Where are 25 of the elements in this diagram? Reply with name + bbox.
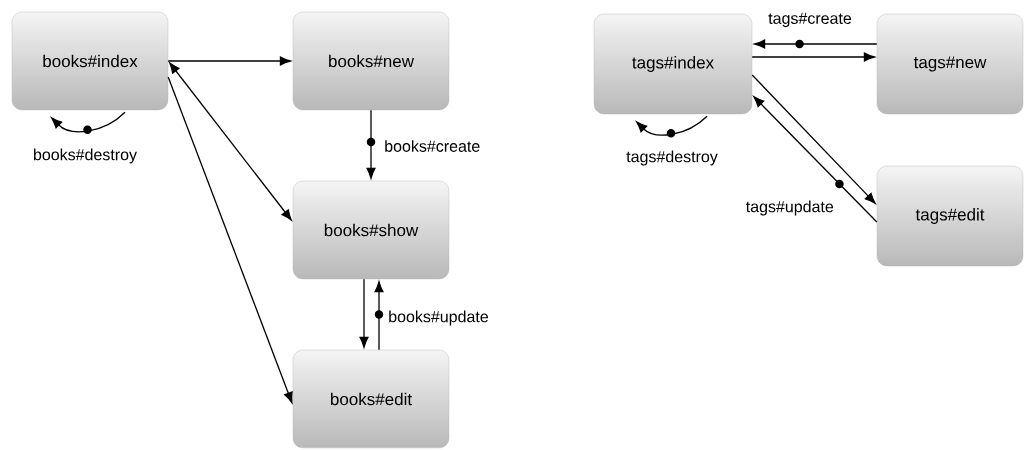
- arrow: [754, 39, 878, 49]
- action-box: books#index: [11, 11, 169, 111]
- arrow: [751, 74, 876, 204]
- arrow: [366, 109, 376, 179]
- action-box: tags#edit: [876, 165, 1024, 267]
- action-box: books#show: [292, 180, 450, 280]
- arrow: [169, 62, 292, 221]
- edge-label: books#destroy: [31, 147, 139, 165]
- arrow: [636, 115, 708, 138]
- edge-label: tags#destroy: [625, 149, 719, 167]
- edge-label: tags#create: [767, 11, 853, 29]
- action-box: tags#index: [593, 13, 753, 115]
- edge-label: books#update: [387, 309, 490, 327]
- action-box: tags#new: [876, 13, 1024, 115]
- action-box: books#edit: [292, 349, 450, 449]
- edge-label: books#create: [383, 139, 482, 153]
- edge-label: tags#update: [744, 199, 835, 217]
- arrow: [753, 96, 878, 223]
- arrow: [167, 76, 293, 404]
- arrow: [359, 278, 369, 348]
- action-box: books#new: [292, 11, 450, 111]
- arrow: [51, 111, 126, 134]
- arrow: [167, 56, 291, 66]
- arrow: [374, 281, 384, 351]
- arrow: [751, 52, 875, 62]
